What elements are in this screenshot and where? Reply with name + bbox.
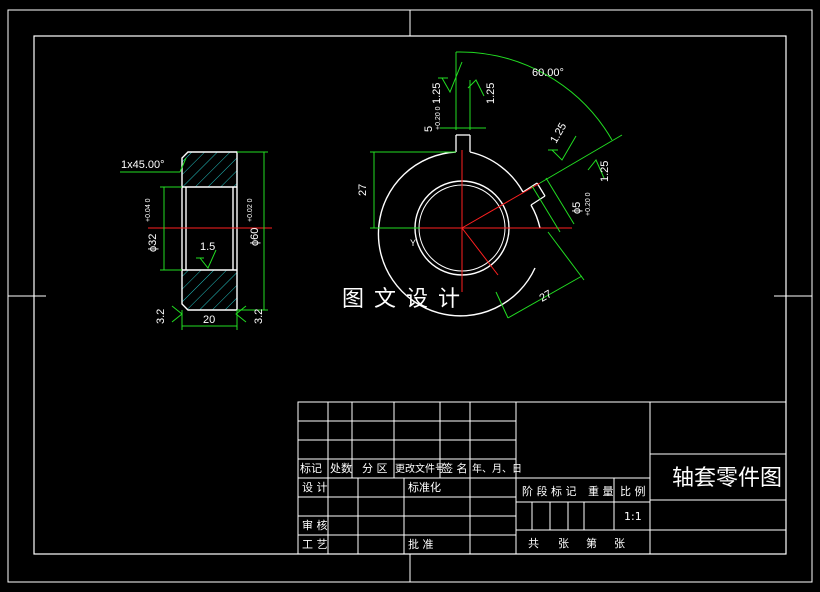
tb-sheets-unit: 张: [558, 537, 569, 550]
tb-stage-mark: 阶 段 标 记: [522, 484, 577, 498]
height-label: 27: [357, 184, 369, 196]
roughness-right-label: 3.2: [253, 309, 265, 324]
tb-standardize: 标准化: [408, 480, 441, 494]
rough-a-label: 1.25: [431, 83, 443, 104]
tb-approve: 批 准: [408, 537, 434, 551]
outer-arc-segment-2: [530, 204, 541, 229]
tb-weight: 重 量: [588, 484, 614, 498]
lower-wall-hatch: [182, 270, 237, 310]
watermark-text: 图文设计: [342, 287, 470, 312]
side-view: 60.00° 1.25 1.25 5 +0.20 0 1.25 1.25 ϕ5 …: [357, 51, 623, 319]
title-block: 标记 处数 分 区 更改文件号 签 名 年、月、日 设 计 标准化 审 核 工 …: [297, 401, 787, 555]
roughness-inner-label: 1.5: [200, 241, 215, 253]
chamfer-label: 1x45.00°: [121, 159, 165, 171]
top-slot: [455, 134, 471, 152]
side-center-lines: [376, 150, 572, 292]
tb-sheets-total: 共: [528, 537, 539, 550]
outer-circle: [377, 151, 536, 317]
tb-label-sign: 签 名: [442, 461, 468, 475]
tb-sheet-no: 第: [586, 536, 597, 550]
rough-c-label: 1.25: [548, 121, 569, 146]
slot-width-label: 5: [423, 126, 435, 132]
slot-tol-2-label: +0.20 0: [585, 192, 592, 216]
tb-ratio: 比 例: [620, 484, 646, 498]
tb-label-count: 处数: [330, 462, 352, 475]
rough-d-label: 1.25: [599, 161, 611, 182]
tb-label-change-doc: 更改文件号: [395, 462, 445, 475]
outer-tol-label: +0.02 0: [247, 198, 254, 222]
tb-label-zone: 分 区: [362, 462, 388, 475]
bore-dia-label: ϕ32: [147, 234, 159, 252]
tb-label-date: 年、月、日: [472, 462, 522, 475]
upper-wall-hatch: [182, 152, 237, 187]
tb-review: 审 核: [302, 518, 328, 532]
tb-process: 工 艺: [302, 538, 328, 551]
tb-scale: 1:1: [624, 510, 642, 523]
centering-marks: [8, 10, 812, 582]
angled-slot: [522, 182, 546, 206]
tb-label-mark: 标记: [300, 461, 322, 475]
outer-dia-label: ϕ60: [249, 228, 261, 246]
rough-b-label: 1.25: [485, 83, 497, 104]
y-axis-label: Y: [410, 238, 416, 248]
front-section-view: 1x45.00° ϕ32 +0.04 0 ϕ60 +0.02 0 1.5 3.2…: [120, 151, 272, 330]
radial-label: 27: [538, 288, 555, 305]
outer-arc-segment: [469, 151, 524, 193]
tb-sheet-unit2: 张: [614, 537, 625, 550]
tb-design: 设 计: [302, 481, 328, 494]
width-label: 20: [203, 314, 215, 326]
angle-label: 60.00°: [532, 67, 564, 79]
bore-tol-label: +0.04 0: [145, 198, 152, 222]
slot-tol-label: +0.20 0: [435, 106, 442, 130]
slot-width-2-label: ϕ5: [571, 202, 583, 214]
roughness-left-label: 3.2: [155, 309, 167, 324]
drawing-title: 轴套零件图: [672, 466, 782, 491]
